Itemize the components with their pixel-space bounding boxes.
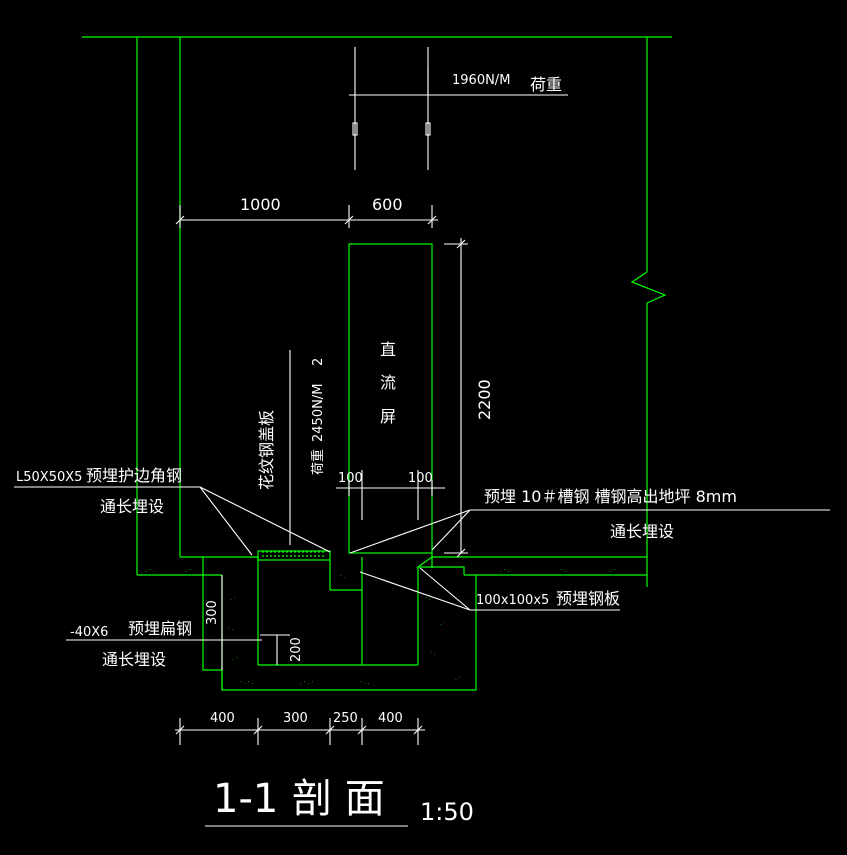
- angle-size: L50X50X5: [16, 470, 82, 485]
- svg-text:. ·: . ·: [185, 567, 191, 574]
- section-scale: 1:50: [420, 798, 474, 826]
- cover-load-label: 荷重: [310, 449, 326, 475]
- flat-size: -40X6: [70, 625, 108, 640]
- angle-sub: 通长埋设: [100, 497, 164, 516]
- screen-label-2: 流: [380, 373, 396, 392]
- channel-sub: 通长埋设: [610, 522, 674, 541]
- svg-text:. · .: . · .: [145, 567, 155, 574]
- cover-plate-name: 花纹钢盖板: [257, 410, 276, 490]
- dim-bottom-400-left: 400: [210, 711, 235, 726]
- dim-600: 600: [372, 195, 403, 214]
- svg-text:. ·: . ·: [455, 675, 461, 682]
- svg-text:· .: · .: [425, 595, 431, 602]
- load-value-top: 1960N/M: [452, 73, 510, 88]
- screen-label-1: 直: [380, 340, 396, 359]
- dim-100-right: 100: [408, 471, 433, 486]
- svg-text:. · .: . · .: [500, 567, 510, 574]
- cable-trench: [202, 550, 477, 691]
- svg-text:. ·: . ·: [440, 620, 446, 627]
- plate-text: 预埋钢板: [556, 589, 620, 608]
- right-wall: [464, 37, 667, 587]
- dim-bottom-250: 250: [333, 711, 358, 726]
- dc-screen-cabinet: [348, 243, 433, 554]
- base-offset-dims: [336, 470, 445, 520]
- svg-text:· . · .: · . · .: [240, 679, 253, 686]
- dim-bottom-400-right: 400: [378, 711, 403, 726]
- dim-300-depth: 300: [205, 600, 220, 625]
- dim-2200: 2200: [475, 379, 494, 420]
- cover-plate-hatch: [262, 551, 326, 557]
- left-wall: [136, 37, 222, 576]
- svg-text:· .: · .: [228, 625, 234, 632]
- plate-size: 100x100x5: [476, 593, 549, 608]
- section-word: 剖 面: [292, 776, 385, 822]
- svg-text:. ·: . ·: [232, 655, 238, 662]
- svg-text:. ·: . ·: [610, 567, 616, 574]
- height-dimension: [444, 238, 468, 558]
- dim-200-inner: 200: [289, 637, 304, 662]
- floor-lines: [180, 552, 647, 568]
- dim-bottom-300: 300: [283, 711, 308, 726]
- flat-sub: 通长埋设: [102, 650, 166, 669]
- section-name: 1-1: [213, 776, 278, 822]
- bottom-dimension-line: [175, 718, 425, 745]
- svg-text:· .: · .: [560, 567, 566, 574]
- dim-1000: 1000: [240, 195, 281, 214]
- svg-text:. · . ·: . · . ·: [300, 679, 313, 686]
- flat-text: 预埋扁钢: [128, 619, 192, 638]
- svg-text:· .: · .: [340, 573, 346, 580]
- screen-label-3: 屏: [380, 407, 396, 426]
- load-arrows: [349, 47, 568, 170]
- trench-dims: [221, 575, 290, 670]
- svg-text:. ·: . ·: [230, 595, 236, 602]
- cover-load-value: 2450N/M: [311, 384, 326, 442]
- load-label-top: 荷重: [530, 75, 562, 94]
- concrete-hatch: . · . . · . · · . . · · . · . . · . · · …: [145, 567, 616, 686]
- svg-text:· .: · .: [430, 650, 436, 657]
- leader-lines: [14, 486, 830, 641]
- angle-text: 预埋护边角钢: [86, 466, 182, 485]
- dim-100-left: 100: [338, 471, 363, 486]
- cover-load-sup: 2: [311, 358, 326, 366]
- svg-text:· . .: · . .: [360, 679, 370, 686]
- top-dimension-line: [175, 205, 438, 228]
- channel-text: 预埋 10＃槽钢 槽钢高出地坪 8mm: [484, 487, 737, 506]
